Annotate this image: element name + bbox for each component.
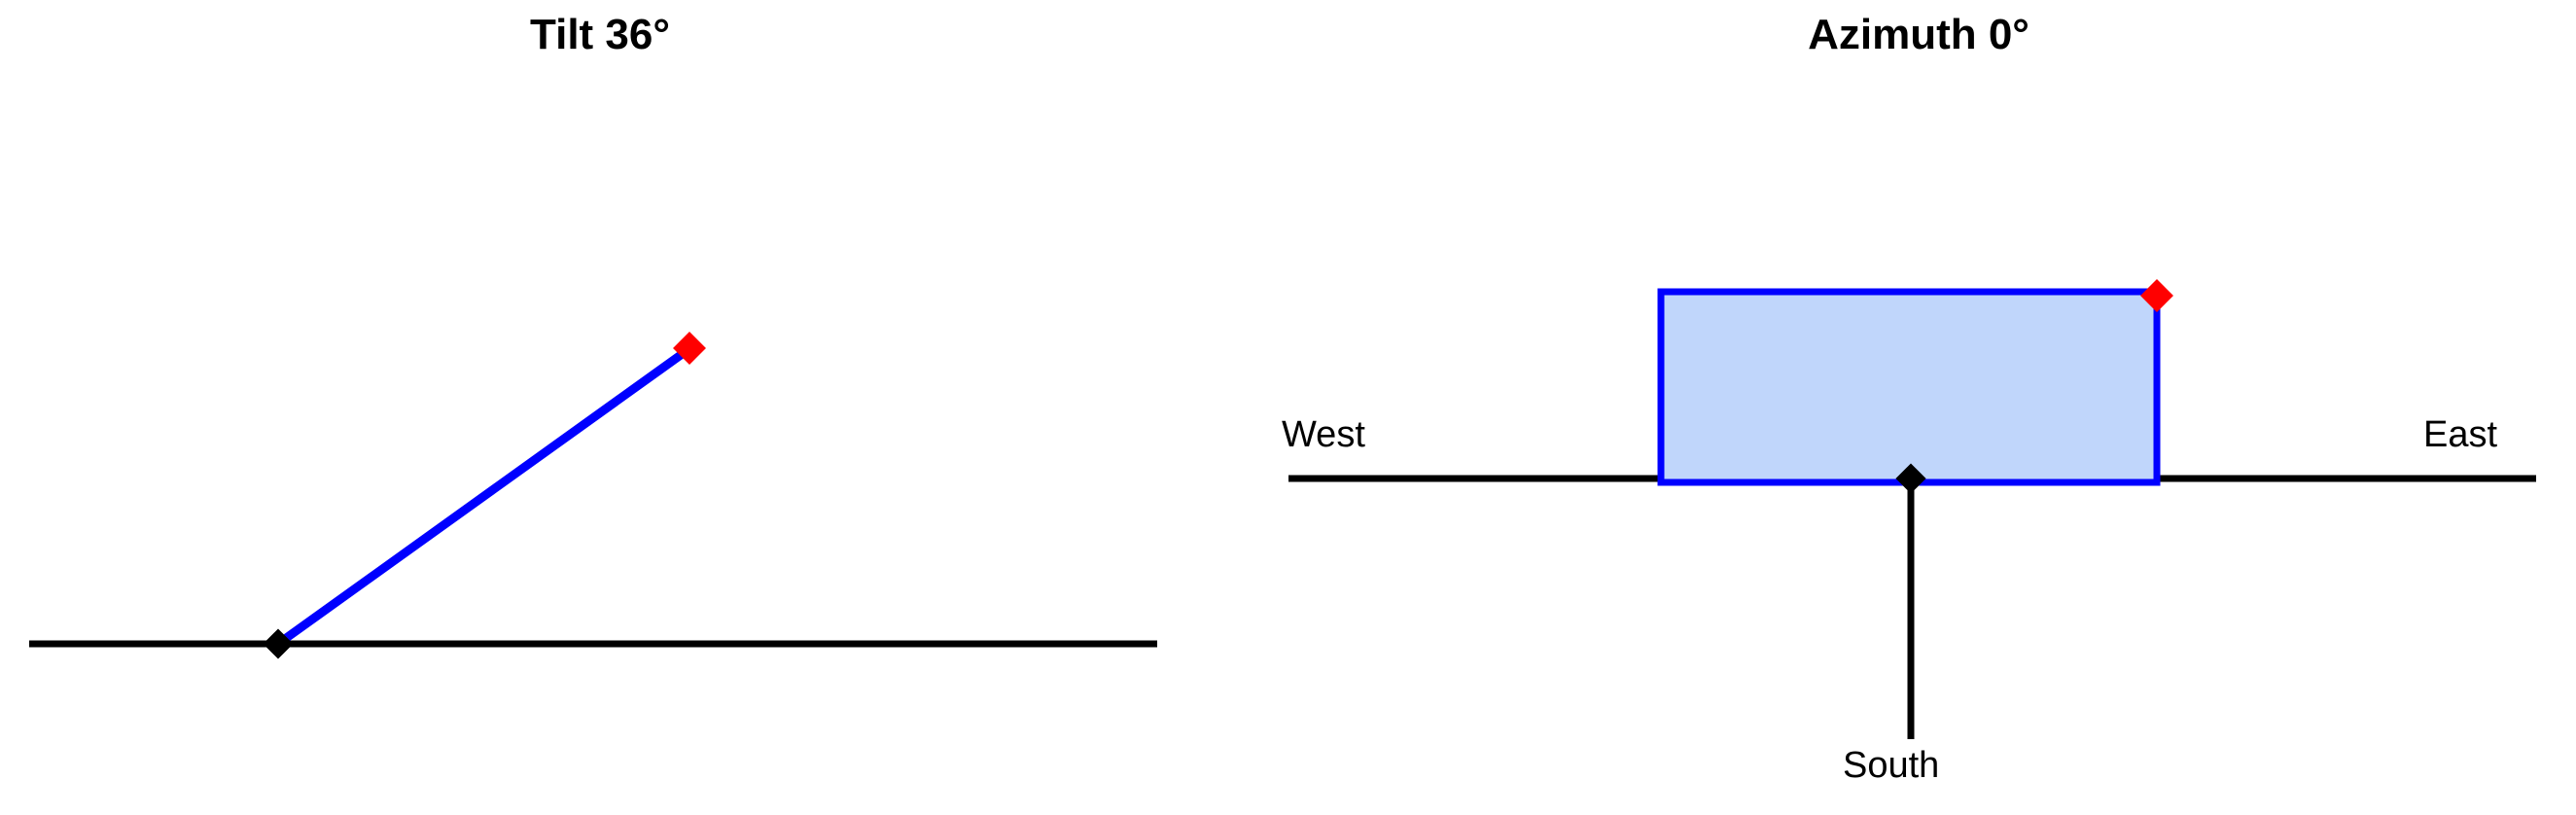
tilt-panel: Tilt 36° xyxy=(29,11,1157,659)
azimuth-diagram xyxy=(1288,279,2536,739)
south-label: South xyxy=(1843,745,1940,786)
east-label: East xyxy=(2423,414,2498,455)
tilt-endpoint-marker xyxy=(673,332,706,365)
azimuth-panel: Azimuth 0° xyxy=(1288,0,2576,815)
tilt-panel-title: Tilt 36° xyxy=(530,11,670,58)
west-label: West xyxy=(1282,414,1365,455)
tilt-vertex-marker xyxy=(263,628,294,659)
panel-rectangle xyxy=(1657,288,2161,486)
tilt-diagram xyxy=(29,332,1157,659)
tilt-line xyxy=(275,346,690,648)
azimuth-origin-marker xyxy=(1895,463,1926,494)
azimuth-panel-title: Azimuth 0° xyxy=(1808,11,2029,58)
